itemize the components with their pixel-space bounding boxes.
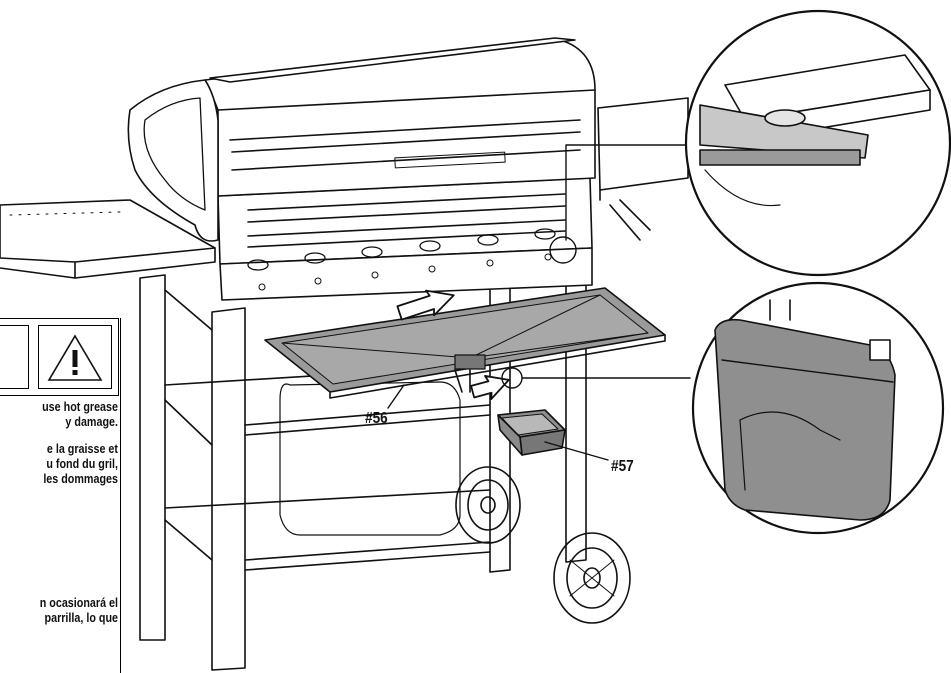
grill-body: [217, 177, 593, 301]
warning-fr-line-2: u fond du gril,: [46, 457, 118, 471]
part-label-57: #57: [611, 458, 634, 475]
leader-lines: [387, 144, 701, 461]
grill-lid: [127, 37, 596, 242]
grease-cup: [497, 409, 566, 456]
left-side-shelf: [0, 199, 216, 279]
warning-text-es: n ocasionará el parrilla, lo que: [17, 596, 118, 626]
wheels: [455, 466, 631, 624]
detail-circle-rail: [684, 9, 951, 277]
warning-icon-cell-left: [0, 325, 29, 389]
warning-text-en: use hot grease y damage.: [17, 400, 118, 430]
warning-en-line-1: use hot grease: [42, 400, 118, 414]
warning-triangle-icon: [47, 334, 103, 381]
warning-fr-line-3: les dommages: [43, 472, 118, 486]
detail-circle-cup: [691, 281, 945, 535]
part-label-56: #56: [365, 410, 388, 427]
warning-es-line-1: n ocasionará el: [39, 596, 118, 610]
grease-tray: [264, 287, 666, 399]
insert-arrows: [396, 289, 510, 401]
warning-icon-cell-right: [38, 325, 112, 389]
cart-frame: [139, 251, 587, 671]
warning-en-line-2: y damage.: [65, 415, 118, 429]
warning-box: use hot grease y damage. e la graisse et…: [0, 318, 121, 673]
warning-fr-line-1: e la graisse et: [46, 442, 119, 456]
warning-es-line-2: parrilla, lo que: [44, 611, 119, 625]
right-side-shelf: [597, 97, 689, 241]
warning-icon-panel: [0, 318, 119, 396]
warning-text-fr: e la graisse et u fond du gril, les domm…: [17, 442, 118, 487]
